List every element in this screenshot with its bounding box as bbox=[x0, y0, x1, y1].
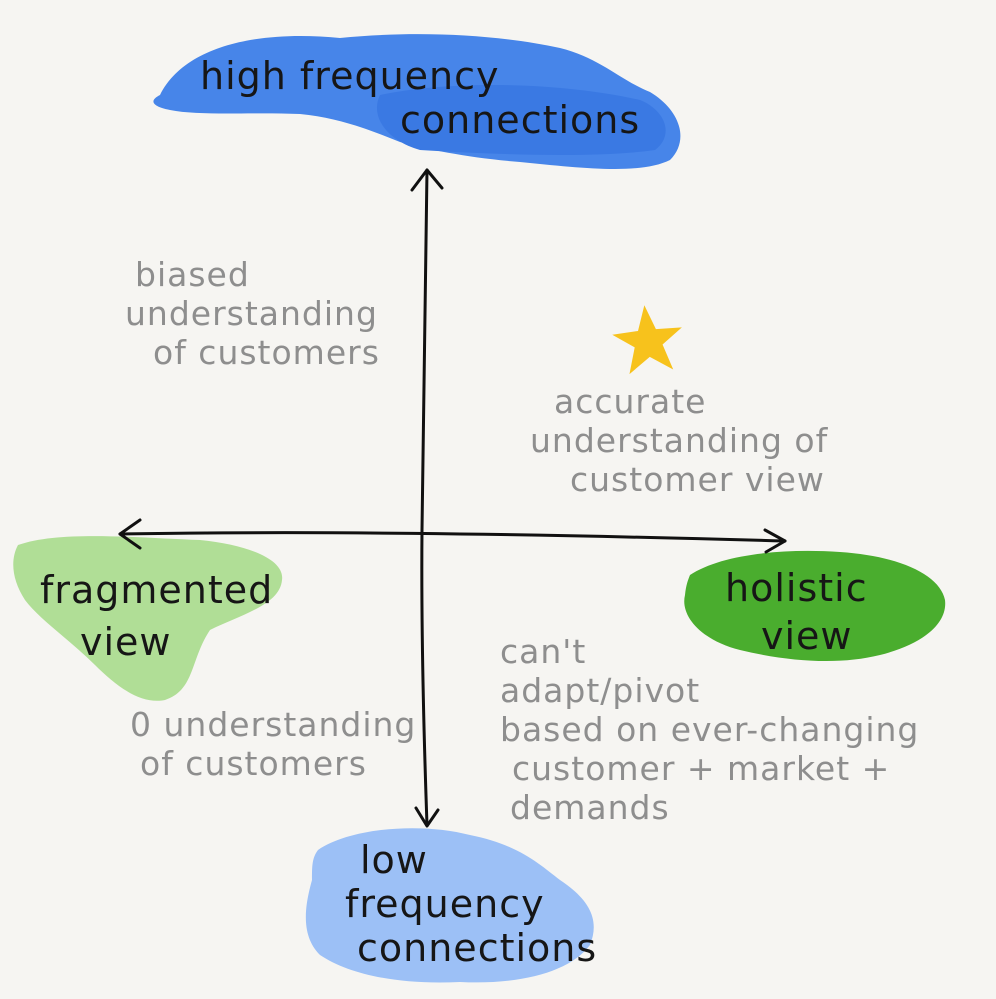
note-line: of customers bbox=[140, 744, 367, 783]
note-line: understanding of bbox=[530, 421, 829, 460]
holistic-highlight bbox=[684, 550, 946, 662]
note-line: 0 understanding bbox=[130, 705, 417, 744]
note-line: demands bbox=[510, 788, 670, 827]
note-line: biased bbox=[135, 255, 250, 294]
axis-label-line: view bbox=[761, 614, 853, 658]
note-line: customer view bbox=[570, 460, 825, 499]
note-line: based on ever-changing bbox=[500, 710, 920, 749]
axis-label-line: view bbox=[80, 620, 172, 664]
high-frequency-highlight bbox=[153, 34, 681, 169]
note-line: of customers bbox=[153, 333, 380, 372]
axis-label-line: connections bbox=[357, 926, 598, 970]
fragmented-highlight bbox=[13, 536, 283, 701]
axis-label-line: high frequency bbox=[200, 54, 500, 98]
axis-label-line: fragmented bbox=[40, 568, 274, 612]
axis-label-line: low bbox=[360, 838, 428, 882]
note-line: accurate bbox=[554, 382, 707, 421]
note-cant-adapt: can't adapt/pivot based on ever-changing… bbox=[500, 632, 919, 827]
axis-label-fragmented-view: fragmented view bbox=[40, 568, 273, 664]
note-zero-understanding: 0 understanding of customers bbox=[130, 705, 416, 783]
axis-label-line: connections bbox=[400, 98, 641, 142]
axis-label-line: holistic bbox=[725, 566, 868, 610]
note-line: customer + market + bbox=[512, 749, 891, 788]
axis-label-low-frequency: low frequency connections bbox=[345, 838, 597, 970]
vertical-axis bbox=[410, 168, 444, 828]
axis-label-holistic-view: holistic view bbox=[725, 566, 868, 658]
note-line: adapt/pivot bbox=[500, 671, 701, 710]
star-icon bbox=[612, 305, 682, 375]
horizontal-axis bbox=[118, 518, 787, 554]
note-line: can't bbox=[500, 632, 587, 671]
note-accurate-understanding: accurate understanding of customer view bbox=[530, 382, 828, 499]
note-line: understanding bbox=[125, 294, 378, 333]
note-biased-understanding: biased understanding of customers bbox=[125, 255, 380, 372]
low-frequency-highlight bbox=[305, 828, 594, 983]
axis-label-line: frequency bbox=[345, 882, 545, 926]
axis-label-high-frequency: high frequency connections bbox=[200, 54, 640, 142]
